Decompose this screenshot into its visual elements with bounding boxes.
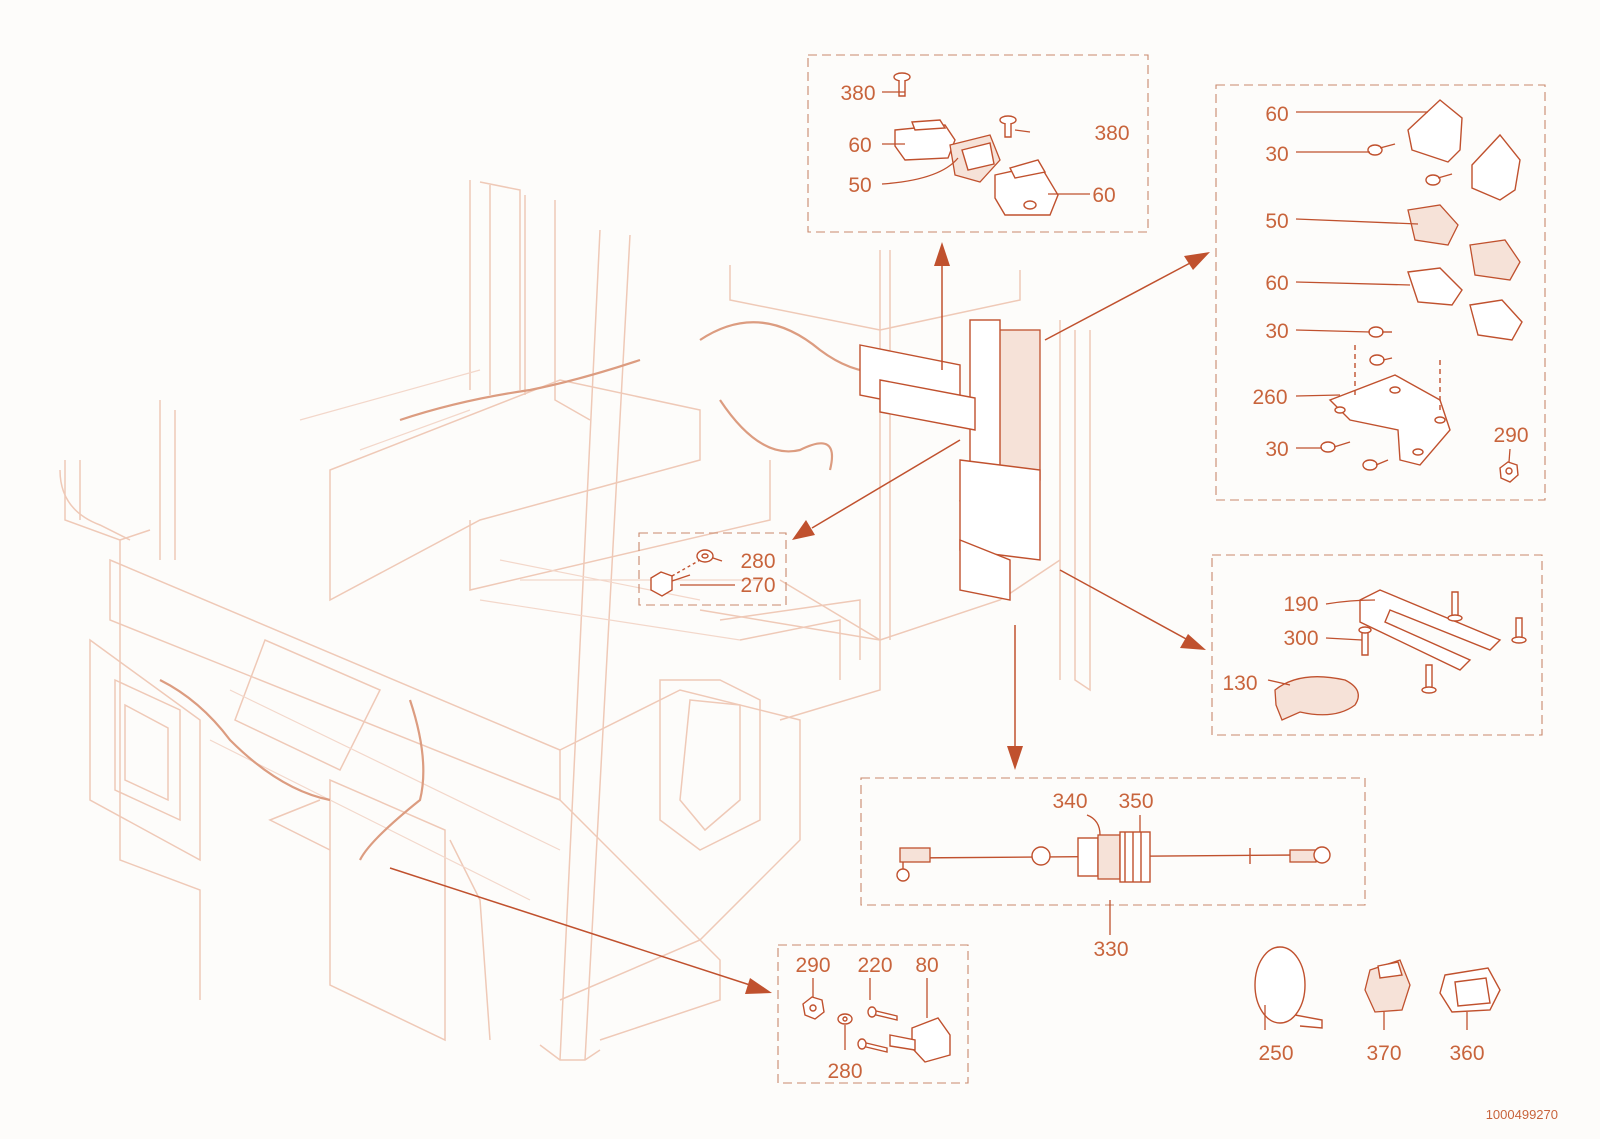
screw-icon <box>1367 143 1396 156</box>
callout-label: 280 <box>740 550 775 573</box>
callout-label: 280 <box>827 1060 862 1083</box>
callout-label: 290 <box>795 954 830 977</box>
callout-label: 130 <box>1222 672 1257 695</box>
connector-plug-icon <box>1469 239 1521 281</box>
connector-housing-icon <box>1407 267 1463 306</box>
connector-plug-icon <box>1407 204 1459 246</box>
cable-chain-icon <box>1274 676 1359 721</box>
mounting-bracket-icon <box>1328 374 1451 466</box>
cable-clamp-bracket-icon <box>1359 589 1502 671</box>
connector-housing-icon <box>1471 133 1521 201</box>
cable-clip-icon <box>1439 967 1501 1013</box>
callout-label: 250 <box>1258 1042 1293 1065</box>
connector-housing-icon <box>1469 299 1523 341</box>
bolt-icon <box>650 571 691 597</box>
leader-lines <box>680 91 1511 1050</box>
screw-icon <box>1358 626 1372 656</box>
callout-label: 350 <box>1118 790 1153 813</box>
callout-label: 370 <box>1366 1042 1401 1065</box>
cable-clip-icon <box>1364 959 1411 1013</box>
cable-gland-icon <box>1077 831 1151 883</box>
bottom-box-parts <box>802 996 951 1063</box>
callout-label: 80 <box>915 954 938 977</box>
callout-label: 50 <box>1265 210 1288 233</box>
callout-label: 290 <box>1493 424 1528 447</box>
center-box-parts <box>650 549 714 597</box>
callout-labels: 380 60 50 380 60 60 30 50 60 30 260 30 2… <box>740 82 1528 1083</box>
document-number: 1000499270 <box>1486 1107 1558 1122</box>
connector-housing-icon <box>1407 99 1463 163</box>
callout-label: 60 <box>1265 272 1288 295</box>
group-box-right <box>1215 84 1546 501</box>
group-box-bottom <box>777 944 969 1084</box>
group-box-top <box>807 54 1149 233</box>
callout-label: 340 <box>1052 790 1087 813</box>
washer-icon <box>696 549 714 563</box>
pointer-arrows <box>389 242 1210 994</box>
screw-icon <box>1320 441 1351 453</box>
nut-icon <box>802 996 825 1020</box>
callout-label: 30 <box>1265 438 1288 461</box>
callout-label: 60 <box>1265 103 1288 126</box>
screw-icon <box>1511 617 1527 644</box>
washer-icon <box>837 1013 853 1025</box>
screw-icon <box>1368 326 1392 338</box>
ring-marker-icon <box>1031 846 1051 866</box>
loose-parts <box>1254 946 1501 1029</box>
key-switch-icon <box>889 1017 951 1063</box>
group-box-center <box>638 532 787 606</box>
callout-label: 50 <box>848 174 871 197</box>
group-box-cable <box>860 777 1366 906</box>
callout-label: 190 <box>1283 593 1318 616</box>
callout-label: 330 <box>1093 938 1128 961</box>
callout-label: 260 <box>1252 386 1287 409</box>
callout-label: 220 <box>857 954 892 977</box>
group-box-mid-right <box>1211 554 1543 736</box>
ring-terminal-icon <box>1289 846 1331 864</box>
connector-plug-icon <box>949 134 1001 183</box>
machine-frame-drawing <box>59 180 1091 1061</box>
callout-label: 360 <box>1449 1042 1484 1065</box>
screw-icon <box>1447 591 1463 622</box>
screw-icon <box>1362 459 1389 471</box>
screw-icon <box>1369 354 1393 366</box>
callout-label: 300 <box>1283 627 1318 650</box>
cable-tie-icon <box>1254 946 1323 1029</box>
central-electric-board <box>859 319 1041 601</box>
nut-icon <box>1499 461 1519 483</box>
top-box-parts <box>893 72 1059 216</box>
connector-housing-icon <box>994 159 1059 216</box>
screw-icon <box>867 1006 898 1021</box>
screw-icon <box>999 115 1017 138</box>
cable-lug-icon <box>896 847 931 882</box>
screw-icon <box>1421 664 1437 694</box>
right-box-parts <box>1320 99 1523 483</box>
mid-right-box-parts <box>1274 589 1527 721</box>
callout-label: 30 <box>1265 143 1288 166</box>
callout-label: 30 <box>1265 320 1288 343</box>
screw-icon <box>857 1038 888 1053</box>
callout-label: 60 <box>848 134 871 157</box>
screw-icon <box>1425 173 1453 186</box>
callout-label: 380 <box>840 82 875 105</box>
callout-label: 380 <box>1094 122 1129 145</box>
callout-label: 270 <box>740 574 775 597</box>
callout-label: 60 <box>1092 184 1115 207</box>
cable-box-parts <box>896 831 1331 883</box>
connector-housing-icon <box>894 119 956 161</box>
